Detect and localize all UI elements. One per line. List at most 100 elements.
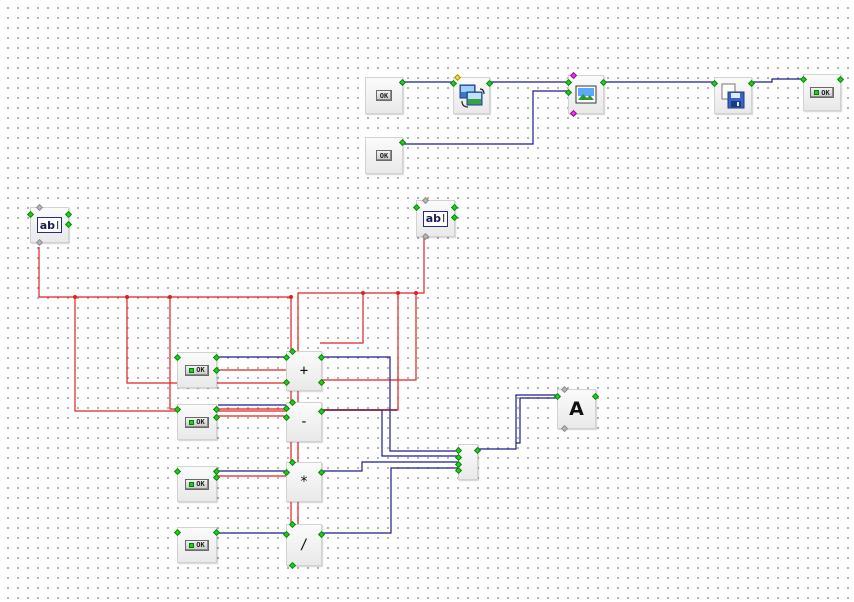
input-pin[interactable] — [282, 468, 291, 477]
output-pin[interactable] — [212, 473, 221, 482]
input-pin[interactable] — [35, 203, 44, 212]
input-pin[interactable] — [799, 75, 808, 84]
output-pin[interactable] — [560, 424, 569, 433]
input-pin[interactable] — [421, 196, 430, 205]
output-pin[interactable] — [569, 109, 578, 118]
textbox-label: ab — [425, 212, 442, 225]
wire-save-to-ok — [752, 78, 803, 83]
input-pin[interactable] — [453, 73, 462, 82]
image-view-node[interactable] — [564, 71, 608, 118]
ok-indicator-node-1[interactable]: OK — [173, 352, 221, 388]
input-pin[interactable] — [282, 378, 291, 387]
output-pin[interactable] — [212, 413, 221, 422]
ok-indicator-node-4[interactable]: OK — [173, 527, 221, 563]
text-cursor-icon: I — [56, 218, 60, 232]
input-pin[interactable] — [449, 79, 458, 88]
minus-symbol: - — [299, 414, 309, 430]
output-pin[interactable] — [421, 232, 430, 241]
image-icon — [575, 85, 597, 103]
output-pin[interactable] — [212, 366, 221, 375]
output-pin[interactable] — [212, 353, 221, 362]
output-pin[interactable] — [317, 353, 326, 362]
operator-div-node[interactable]: / — [282, 520, 326, 570]
output-pin[interactable] — [398, 138, 407, 147]
plus-symbol: + — [299, 363, 309, 379]
input-pin[interactable] — [454, 466, 463, 475]
output-pin[interactable] — [747, 79, 756, 88]
operator-mul-node[interactable]: * — [282, 458, 326, 502]
output-pin[interactable] — [64, 220, 73, 229]
ok-label: OK — [196, 366, 205, 374]
textbox-label: ab — [39, 218, 56, 232]
ok-indicator-node-2[interactable]: OK — [173, 404, 221, 440]
input-pin[interactable] — [710, 79, 719, 88]
ok-button-node-top-2[interactable]: OK — [365, 137, 407, 174]
output-pin[interactable] — [317, 407, 326, 416]
label-output-node[interactable]: A — [553, 385, 600, 433]
ok-indicator-icon: OK — [185, 416, 209, 428]
input-pin[interactable] — [173, 528, 182, 537]
input-pin[interactable] — [26, 210, 35, 219]
wire-red-416 — [322, 293, 417, 381]
wire-red-363 — [320, 293, 364, 344]
ok-button-node-top-1[interactable]: OK — [365, 77, 407, 114]
output-pin[interactable] — [398, 78, 407, 87]
output-pin[interactable] — [836, 75, 845, 84]
output-pin[interactable] — [64, 210, 73, 219]
wire-blue-merge-out — [478, 394, 557, 450]
wire-blue-div-out — [322, 467, 458, 534]
save-node[interactable] — [710, 77, 756, 114]
output-pin[interactable] — [450, 213, 459, 222]
output-pin[interactable] — [212, 528, 221, 537]
input-pin[interactable] — [564, 78, 573, 87]
input-pin[interactable] — [553, 392, 562, 401]
output-pin[interactable] — [317, 378, 326, 387]
output-pin[interactable] — [35, 238, 44, 247]
ok-indicator-node-3[interactable]: OK — [173, 466, 221, 502]
input-pin[interactable] — [564, 88, 573, 97]
input-pin[interactable] — [173, 353, 182, 362]
input-pin[interactable] — [412, 203, 421, 212]
input-pin[interactable] — [282, 530, 291, 539]
ok-label: OK — [379, 151, 389, 160]
image-rotate-node[interactable] — [449, 73, 494, 114]
led-icon — [189, 419, 195, 425]
output-pin[interactable] — [288, 561, 297, 570]
input-pin[interactable] — [288, 458, 297, 467]
output-pin[interactable] — [317, 530, 326, 539]
input-pin[interactable] — [173, 467, 182, 476]
multiply-symbol: * — [299, 474, 309, 490]
input-pin[interactable] — [282, 353, 291, 362]
input-pin[interactable] — [282, 404, 291, 413]
input-pin[interactable] — [560, 385, 569, 394]
ok-label: OK — [379, 91, 389, 100]
ok-indicator-node-top-right[interactable]: OK — [799, 74, 845, 111]
operator-sub-node[interactable]: - — [282, 398, 326, 442]
input-pin[interactable] — [288, 398, 297, 407]
input-pin[interactable] — [288, 520, 297, 529]
output-pin[interactable] — [591, 392, 600, 401]
output-pin[interactable] — [450, 203, 459, 212]
ok-label: OK — [821, 88, 830, 97]
led-icon — [814, 90, 820, 95]
input-pin[interactable] — [282, 413, 291, 422]
output-pin[interactable] — [485, 79, 494, 88]
ok-button-icon: OK — [375, 90, 393, 101]
input-pin[interactable] — [569, 71, 578, 80]
input-pin[interactable] — [173, 405, 182, 414]
output-pin[interactable] — [212, 405, 221, 414]
wire-blue-add-out — [322, 356, 458, 452]
ok-label: OK — [196, 541, 205, 549]
output-pin[interactable] — [473, 446, 482, 455]
operator-add-node[interactable]: + — [282, 347, 326, 391]
output-pin[interactable] — [599, 78, 608, 87]
led-icon — [189, 542, 195, 548]
bus-merge-node[interactable] — [454, 444, 482, 480]
ok-button-icon: OK — [375, 150, 393, 161]
text-cursor-icon: I — [442, 212, 446, 225]
input-pin[interactable] — [288, 347, 297, 356]
output-pin[interactable] — [317, 468, 326, 477]
